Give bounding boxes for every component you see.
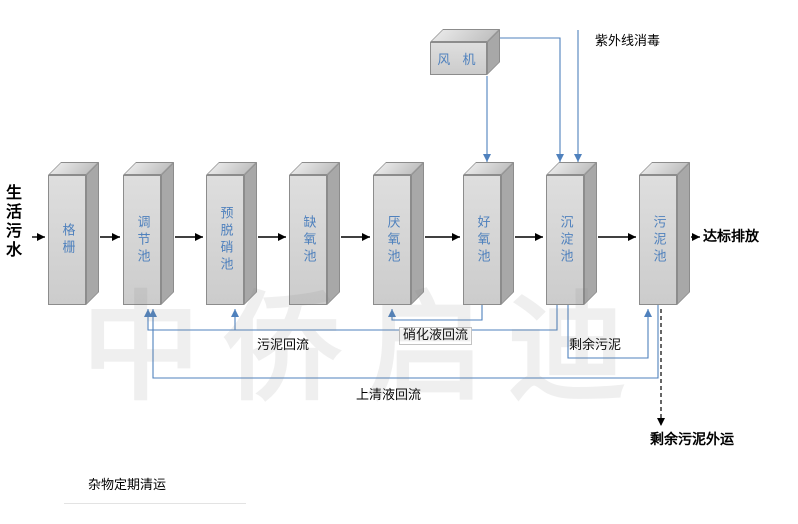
line-sludge-return bbox=[144, 305, 558, 331]
line-excess-sludge bbox=[567, 305, 652, 359]
fan-label: 风 机 bbox=[437, 53, 480, 68]
tank-front-face: 厌氧池 bbox=[373, 175, 411, 305]
tank-sedimentation: 沉淀池 bbox=[546, 162, 597, 305]
tank-label: 沉淀池 bbox=[557, 214, 573, 266]
debris-removal-label: 杂物定期清运 bbox=[88, 478, 167, 493]
tank-front-face: 沉淀池 bbox=[546, 175, 584, 305]
tank-bar-screen: 格栅 bbox=[48, 162, 99, 305]
nitrified-return-label: 硝化液回流 bbox=[399, 327, 473, 345]
tank-label: 污泥池 bbox=[650, 214, 666, 266]
excess-sludge-out-label: 剩余污泥外运 bbox=[650, 432, 734, 448]
tank-front-face: 污泥池 bbox=[639, 175, 677, 305]
tank-sludge: 污泥池 bbox=[639, 162, 690, 305]
line-fan-to-sedimentation bbox=[500, 37, 564, 162]
tank-front-face: 调节池 bbox=[123, 175, 161, 305]
tank-label: 调节池 bbox=[134, 214, 150, 266]
tank-front-face: 格栅 bbox=[48, 175, 86, 305]
fan-front-face: 风 机 bbox=[430, 42, 487, 75]
tank-label: 缺氧池 bbox=[300, 214, 316, 266]
sludge-return-label: 污泥回流 bbox=[257, 338, 310, 353]
line-nitrified-return bbox=[388, 305, 483, 321]
tank-anaerobic: 厌氧池 bbox=[373, 162, 424, 305]
tank-label: 好氧池 bbox=[474, 214, 490, 266]
tank-aerobic: 好氧池 bbox=[463, 162, 514, 305]
tank-front-face: 预脱硝池 bbox=[206, 175, 244, 305]
effluent-label: 达标排放 bbox=[703, 229, 759, 245]
tank-pre-denitrification: 预脱硝池 bbox=[206, 162, 257, 305]
excess-sludge-label: 剩余污泥 bbox=[569, 338, 622, 353]
tank-front-face: 好氧池 bbox=[463, 175, 501, 305]
tank-front-face: 缺氧池 bbox=[289, 175, 327, 305]
divider-line bbox=[64, 503, 246, 504]
fan-box: 风 机 bbox=[430, 29, 500, 75]
uv-disinfection-label: 紫外线消毒 bbox=[595, 34, 661, 49]
tank-anoxic: 缺氧池 bbox=[289, 162, 340, 305]
influent-label: 生活污水 bbox=[3, 184, 22, 260]
line-supernatant-return bbox=[149, 305, 659, 379]
tank-label: 预脱硝池 bbox=[217, 206, 233, 274]
tank-label: 格栅 bbox=[59, 223, 75, 257]
supernatant-return-label: 上清液回流 bbox=[356, 388, 422, 403]
tank-regulation: 调节池 bbox=[123, 162, 174, 305]
tank-label: 厌氧池 bbox=[384, 214, 400, 266]
blue-flow-lines bbox=[144, 30, 659, 379]
